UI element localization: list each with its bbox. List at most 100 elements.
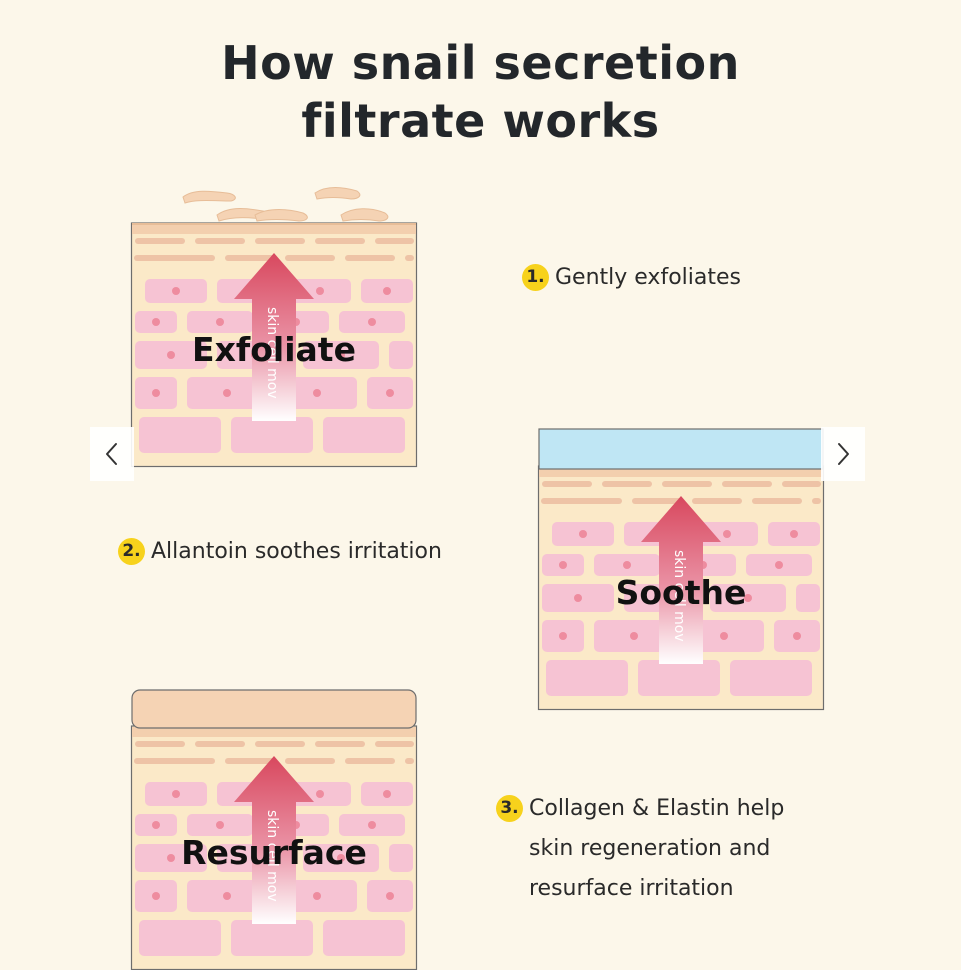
cell-nucleus [559,561,567,569]
flat-cell [225,758,275,764]
skin-cell [231,920,313,956]
upward-arrow-icon [234,253,314,421]
cell-nucleus [316,287,324,295]
step-2: 2. Allantoin soothes irritation [118,532,442,572]
dead-skin-flake [314,187,361,200]
cell-nucleus [172,790,180,798]
arrow-label: skin cell mov [671,550,687,642]
cell-nucleus [383,790,391,798]
skin-cell [139,417,221,453]
cell-nucleus [337,351,345,359]
skin-cell [638,660,720,696]
arrow-label: skin cell mov [264,307,280,399]
upward-arrow-icon [234,756,314,924]
flat-cell [255,238,305,244]
title-line-2: filtrate works [301,94,660,148]
dead-skin-flake [182,190,236,204]
flat-cell [255,741,305,747]
flat-cell [405,255,414,261]
cell-nucleus [579,530,587,538]
flat-cell [225,255,275,261]
stratum-corneum [539,467,823,477]
skin-cell [796,584,820,612]
skin-cell [730,660,812,696]
cell-nucleus [793,632,801,640]
flat-cell [752,498,802,504]
step-1-badge: 1. [522,264,549,291]
flat-cell [165,255,215,261]
cell-nucleus [775,561,783,569]
diagram-label: Soothe [616,573,747,612]
cell-nucleus [152,318,160,326]
cell-nucleus [790,530,798,538]
cell-nucleus [574,594,582,602]
stratum-corneum [132,727,416,737]
flat-cell [782,481,821,487]
flat-cell [692,498,742,504]
chevron-right-icon [838,443,849,465]
cell-nucleus [383,287,391,295]
flat-cell [285,758,335,764]
flat-cell [812,498,821,504]
cell-nucleus [559,632,567,640]
step-3-badge: 3. [496,795,523,822]
step-2-badge: 2. [118,538,145,565]
flat-cell [542,481,592,487]
cell-nucleus [630,632,638,640]
skin-cell [323,417,405,453]
flat-cell [135,741,185,747]
carousel-next-button[interactable] [821,427,865,481]
cell-nucleus [216,318,224,326]
cell-nucleus [223,892,231,900]
flat-cell [375,741,414,747]
flat-cell [662,481,712,487]
flat-cell [375,238,414,244]
page-title: How snail secretion filtrate works [0,34,961,150]
flat-cell [632,498,682,504]
skin-cell [231,417,313,453]
flat-cell [572,498,622,504]
cell-nucleus [167,854,175,862]
flat-cell [345,758,395,764]
cell-nucleus [316,790,324,798]
chevron-left-icon [106,443,117,465]
flat-cell [405,758,414,764]
cell-nucleus [313,892,321,900]
carousel-prev-button[interactable] [90,427,134,481]
stratum-corneum [132,224,416,234]
cell-nucleus [172,287,180,295]
cell-nucleus [368,318,376,326]
cell-nucleus [720,632,728,640]
step-3-text: Collagen & Elastin help skin regeneratio… [529,796,785,901]
cell-nucleus [216,821,224,829]
cell-nucleus [386,892,394,900]
upward-arrow-icon [641,496,721,664]
flat-cell [195,741,245,747]
cell-nucleus [337,854,345,862]
smooth-surface-layer [131,689,417,729]
flat-cell [285,255,335,261]
step-1-text: Gently exfoliates [555,265,741,290]
skin-cell [323,920,405,956]
skin-cell [389,844,413,872]
flat-cell [315,741,365,747]
soothing-layer [538,428,824,470]
cell-nucleus [152,389,160,397]
diagram-label: Exfoliate [192,330,356,369]
step-1: 1. Gently exfoliates [522,258,741,298]
cell-nucleus [744,594,752,602]
diagram-label: Resurface [181,833,367,872]
skin-cell [546,660,628,696]
cell-nucleus [152,892,160,900]
cell-nucleus [313,389,321,397]
flat-cell [195,238,245,244]
cell-nucleus [223,389,231,397]
step-2-text: Allantoin soothes irritation [151,539,442,564]
cell-nucleus [386,389,394,397]
skin-cell [139,920,221,956]
